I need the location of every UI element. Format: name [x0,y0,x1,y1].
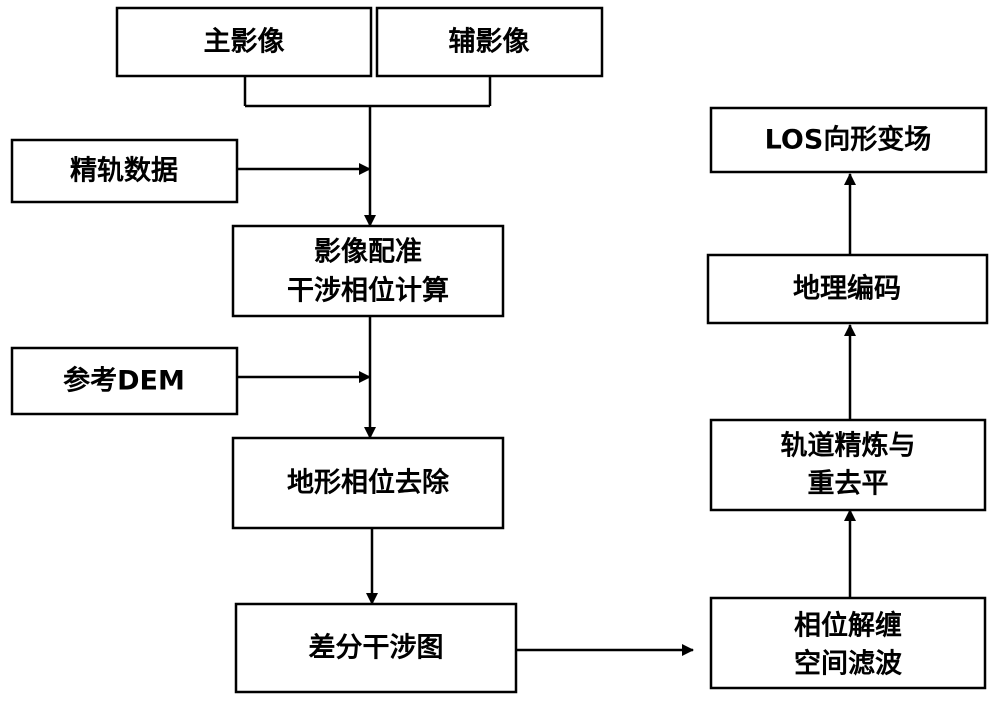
node-orbit-refine: 轨道精炼与 重去平 [709,418,987,512]
node-phase-unwrap: 相位解缠 空间滤波 [709,596,987,690]
node-precise-orbit: 精轨数据 [10,138,239,204]
reference-dem-label: 参考DEM [63,365,185,397]
node-geocoding: 地理编码 [706,253,989,325]
node-reference-dem: 参考DEM [10,346,239,416]
master-image-label: 主影像 [204,27,285,58]
connectors [237,76,856,656]
precise-orbit-label: 精轨数据 [70,155,178,187]
node-master-image: 主影像 [115,6,373,78]
node-topo-removal: 地形相位去除 [231,436,505,530]
orbit-refine-label-line1: 轨道精炼与 [781,430,916,462]
los-deformation-label: LOS向形变场 [765,124,932,156]
node-los-deformation: LOS向形变场 [709,106,988,174]
diff-interferogram-label: 差分干涉图 [309,632,444,664]
phase-unwrap-label-line2: 空间滤波 [794,648,903,680]
registration-label-line2: 干涉相位计算 [287,275,449,307]
topo-removal-label: 地形相位去除 [287,467,450,499]
node-diff-interferogram: 差分干涉图 [234,602,518,694]
registration-label-line1: 影像配准 [314,237,422,268]
geocoding-label: 地理编码 [793,273,901,305]
node-registration: 影像配准 干涉相位计算 [231,224,505,318]
orbit-refine-label-line2: 重去平 [808,469,889,500]
slave-image-label: 辅影像 [449,27,530,58]
node-slave-image: 辅影像 [375,6,604,78]
phase-unwrap-label-line1: 相位解缠 [794,610,902,642]
